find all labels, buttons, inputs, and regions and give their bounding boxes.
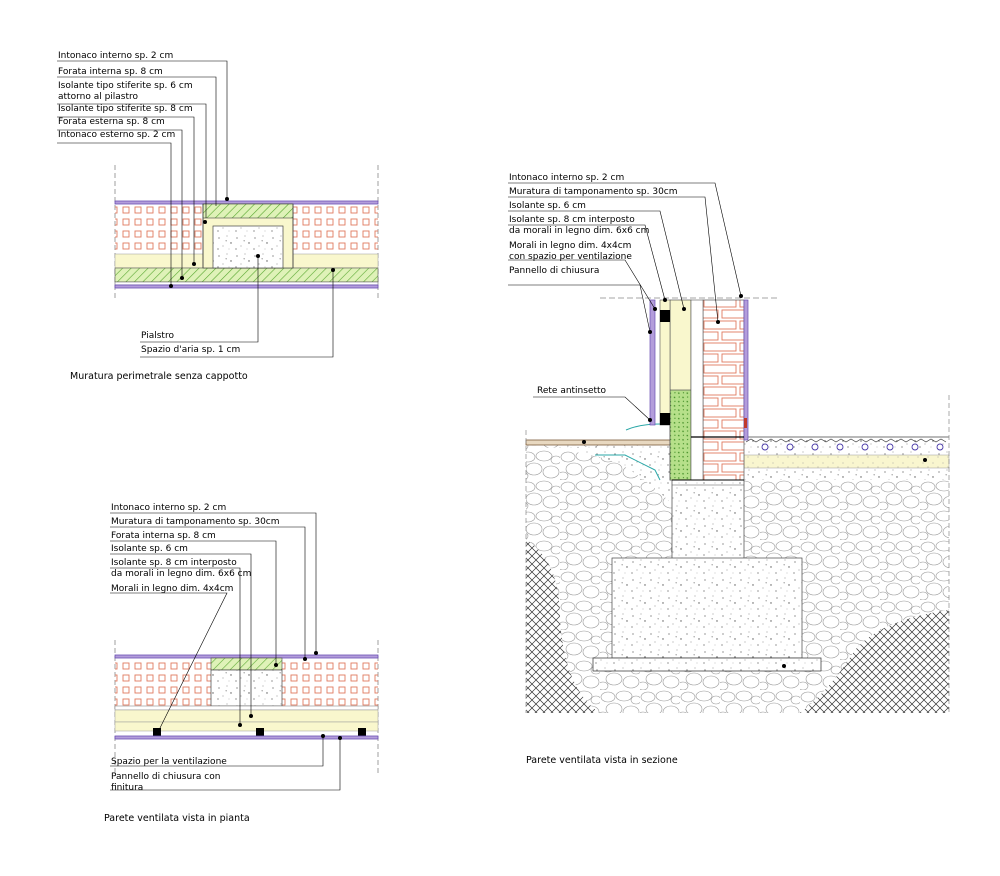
detail-3-leaders	[508, 182, 742, 421]
d1-label-intonaco-esterno: Intonaco esterno sp. 2 cm	[58, 130, 176, 140]
d3-label-rete-antinsetto: Rete antinsetto	[537, 386, 607, 396]
d3-label-isolante-6cm: Isolante sp. 6 cm	[509, 201, 586, 211]
d3-caption: Parete ventilata vista in sezione	[526, 755, 678, 766]
d2-caption: Parete ventilata vista in pianta	[104, 813, 250, 824]
d1-label-intonaco-interno: Intonaco interno sp. 2 cm	[58, 51, 174, 61]
detail-2-drawing	[114, 640, 379, 775]
d2-label-forata-interna: Forata interna sp. 8 cm	[111, 531, 216, 541]
detail-3-drawing	[525, 297, 950, 713]
d1-label-spazio-aria: Spazio d'aria sp. 1 cm	[141, 345, 241, 355]
d2-label-muratura-tamponamento: Muratura di tamponamento sp. 30cm	[111, 517, 280, 527]
floor-pipes-row	[761, 443, 944, 451]
d3-label-muratura-tamponamento: Muratura di tamponamento sp. 30cm	[509, 187, 678, 197]
d2-label-morali-legno: Morali in legno dim. 4x4cm	[111, 584, 234, 594]
detail-1-drawing	[114, 165, 379, 300]
d2-label-spazio-ventilazione: Spazio per la ventilazione	[111, 757, 227, 767]
d1-label-pilastro: Pialstro	[141, 331, 174, 341]
detail-1-leaders	[57, 60, 334, 358]
d3-label-morali-ventilazione: Morali in legno dim. 4x4cm con spazio pe…	[509, 241, 632, 262]
d1-caption: Muratura perimetrale senza cappotto	[70, 371, 248, 382]
d1-label-forata-interna: Forata interna sp. 8 cm	[58, 67, 163, 77]
d2-label-intonaco-interno: Intonaco interno sp. 2 cm	[111, 503, 227, 513]
d1-label-forata-esterna: Forata esterna sp. 8 cm	[58, 117, 165, 127]
d3-label-isolante-8cm-morali: Isolante sp. 8 cm interposto da morali i…	[509, 215, 650, 236]
d3-label-intonaco-interno: Intonaco interno sp. 2 cm	[509, 173, 625, 183]
d2-label-pannello-chiusura: Pannello di chiusura con finitura	[111, 772, 221, 793]
d1-label-isolante-8cm: Isolante tipo stiferite sp. 8 cm	[58, 104, 193, 114]
d1-label-isolante-pilastro: Isolante tipo stiferite sp. 6 cm attorno…	[58, 81, 193, 102]
detail-1-dots	[169, 197, 335, 288]
d2-label-isolante-6cm: Isolante sp. 6 cm	[111, 544, 188, 554]
d3-label-pannello-chiusura: Pannello di chiusura	[509, 266, 600, 276]
detail-3-dots	[582, 294, 927, 668]
detail-2-dots	[238, 651, 342, 740]
detail-2-leaders	[110, 512, 341, 791]
d2-label-isolante-8cm-morali: Isolante sp. 8 cm interposto da morali i…	[111, 558, 252, 579]
